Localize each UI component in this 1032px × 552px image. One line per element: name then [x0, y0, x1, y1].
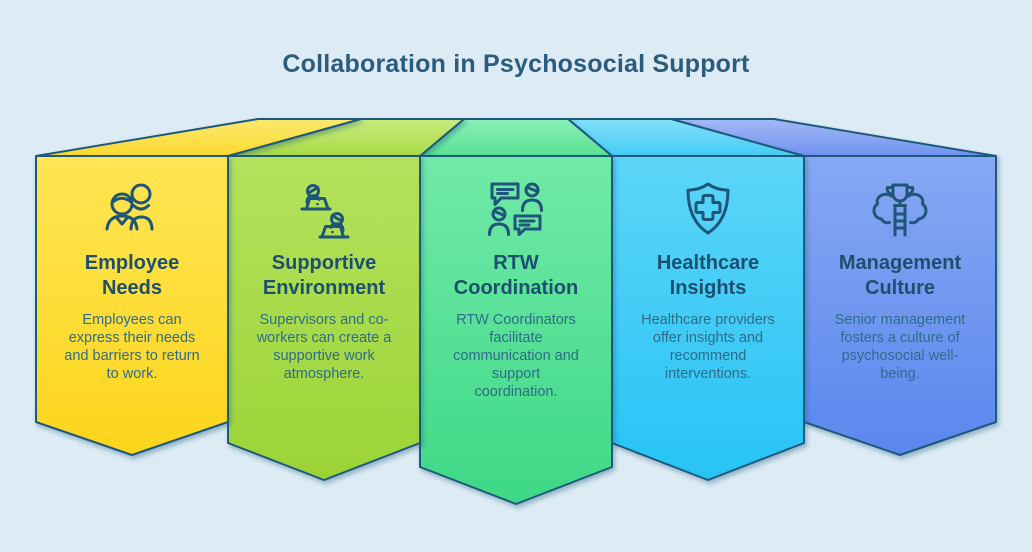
- banner-rtw-coordination: [419, 155, 613, 505]
- shield-cross-icon: [686, 182, 730, 235]
- banner-supportive-environment: [227, 155, 421, 481]
- banner-icons: [105, 182, 928, 239]
- trophy-ladder-icon: [872, 183, 928, 237]
- banner-healthcare-insights: [611, 155, 805, 481]
- banner-employee-needs: [35, 155, 229, 456]
- people-icon: [105, 183, 154, 231]
- banner-shapes: [35, 155, 997, 505]
- page-title: Collaboration in Psychosocial Support: [282, 50, 750, 78]
- roof-band: [35, 118, 997, 157]
- chat-people-icon: [488, 182, 543, 236]
